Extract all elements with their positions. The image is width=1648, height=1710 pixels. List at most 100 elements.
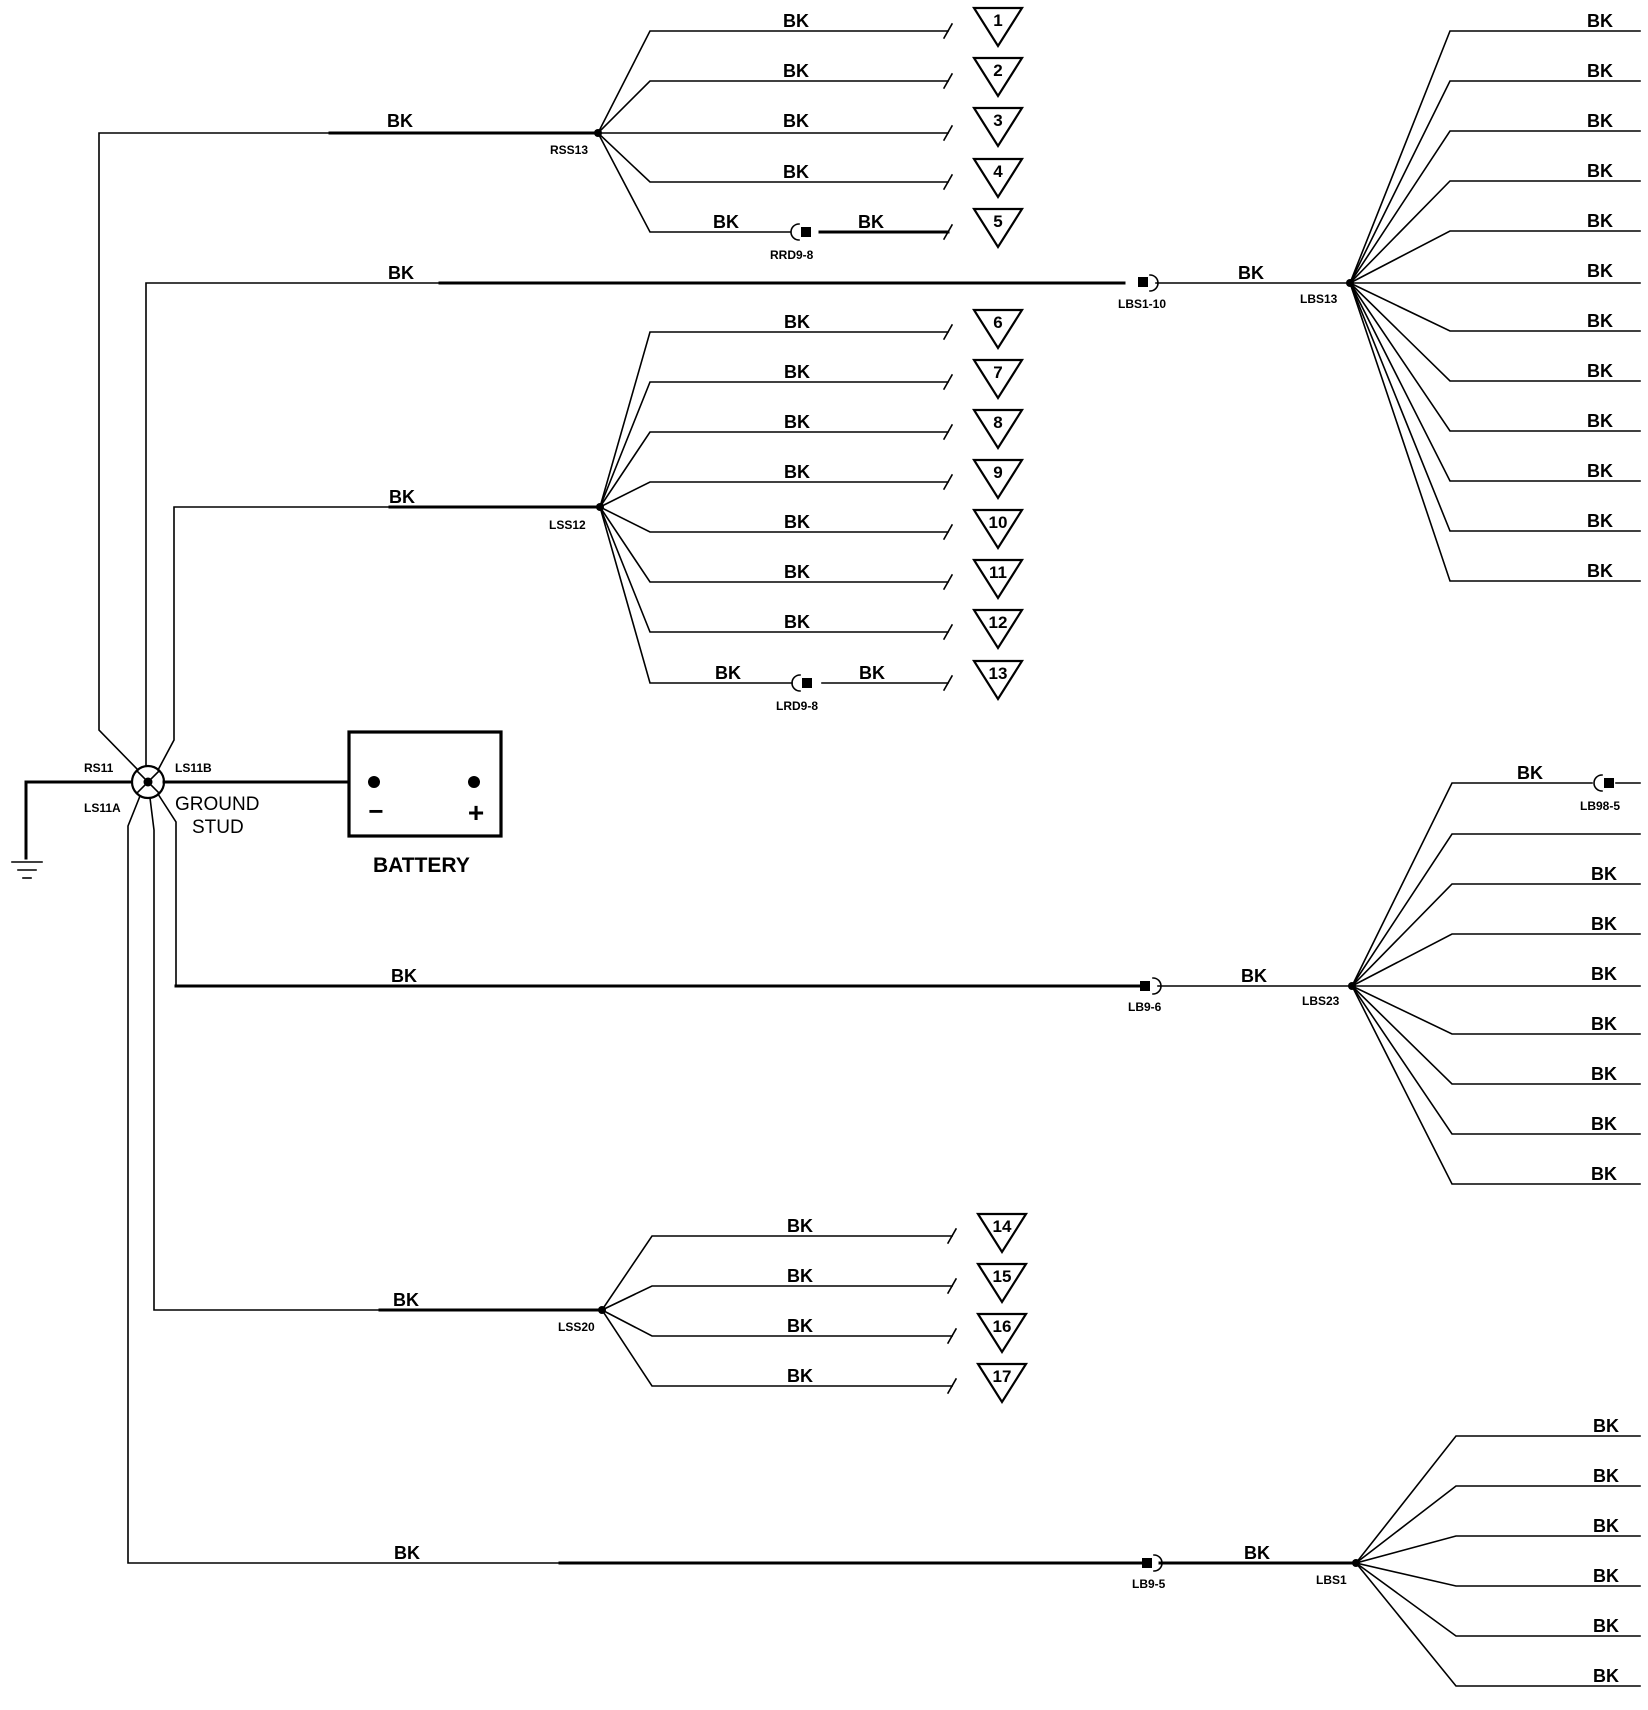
wire-label-lss20-15: BK [787,1266,813,1286]
ref-number-15: 15 [993,1267,1012,1286]
wire-label-lbs13-9: BK [1587,411,1613,431]
lbs23-wire-labels: BK BK BK BK BK BK BK BK [1517,763,1617,1184]
wire-label-lss20-trunk: BK [393,1290,419,1310]
ref-number-4: 4 [993,162,1003,181]
lbs13-wire-labels: BK BK BK BK BK BK BK BK BK BK BK BK [1587,11,1613,581]
ground-stud-label-2: STUD [192,817,244,838]
wire-label-lss12-13b: BK [859,663,885,683]
lss12-branches [598,323,954,692]
ref-number-3: 3 [993,111,1002,130]
ref-marker-10 [972,508,1024,551]
ref-marker-3 [972,106,1024,149]
wire-label-lbs1-6: BK [1593,1666,1619,1686]
ref-marker-16 [976,1312,1028,1355]
ref-marker-13 [972,659,1024,702]
ref-marker-7 [972,358,1024,401]
ref-number-12: 12 [989,613,1008,632]
wire-label-lss12-trunk: BK [389,487,415,507]
lbs1-wire-labels: BK BK BK BK BK BK [1593,1416,1619,1686]
trunk-wires [98,131,1144,1565]
connector-label-rrd9-8: RRD9-8 [770,248,814,262]
ref-marker-12 [972,608,1024,651]
wire-label-lss12-6: BK [784,312,810,332]
ref-number-7: 7 [993,363,1002,382]
splice-ls11a: LS11A [84,801,121,815]
connector-label-lb9-5: LB9-5 [1132,1577,1166,1591]
wire-label-lss20-14: BK [787,1216,813,1236]
wire-label-rss13-4: BK [783,162,809,182]
lss20-branches [600,1227,958,1395]
ground-stud-label-1: GROUND [175,794,259,815]
wire-label-lbs23-4: BK [1591,914,1617,934]
ref-number-5: 5 [993,212,1002,231]
wire-label-lbs23-9: BK [1591,1164,1617,1184]
lbs13-branches [1348,30,1641,582]
wire-label-lbs13-2: BK [1587,61,1613,81]
splice-label-lss12: LSS12 [549,518,586,532]
connector-label-lb98-5: LB98-5 [1580,799,1620,813]
wire-label-rss13-trunk: BK [387,111,413,131]
ref-number-14: 14 [993,1217,1012,1236]
lbs1-branches [1354,1435,1641,1687]
wire-label-lbs23-1: BK [1517,763,1543,783]
wire-label-rss13-1: BK [783,11,809,31]
connector-lb9-6 [1140,977,1353,995]
ref-number-2: 2 [993,61,1002,80]
splice-label-lss20: LSS20 [558,1320,595,1334]
wire-label-lss12-11: BK [784,562,810,582]
wire-label-lbs1-3: BK [1593,1516,1619,1536]
ref-number-6: 6 [993,313,1002,332]
wire-label-lss12-10: BK [784,512,810,532]
ref-marker-1 [972,6,1024,49]
wire-label-lss20-17: BK [787,1366,813,1386]
wire-label-lss20-16: BK [787,1316,813,1336]
wire-label-lbs13-post: BK [1238,263,1264,283]
wire-label-lbs13-10: BK [1587,461,1613,481]
battery [162,730,503,838]
wire-label-lbs13-8: BK [1587,361,1613,381]
wire-label-lbs1-1: BK [1593,1416,1619,1436]
splice-ls11b: LS11B [175,761,212,775]
ground-stud [130,764,166,800]
ref-marker-15 [976,1262,1028,1305]
ref-number-9: 9 [993,463,1002,482]
battery-positive-sign: + [468,797,484,828]
lbs23-branches [1350,774,1641,1185]
ref-number-13: 13 [989,664,1008,683]
ref-number-16: 16 [993,1317,1012,1336]
ref-number-1: 1 [993,11,1002,30]
rss13-branches [596,22,954,241]
wire-label-lbs13-trunk: BK [388,263,414,283]
wire-label-lbs1-trunk: BK [394,1543,420,1563]
connector-label-lbs1-10: LBS1-10 [1118,297,1166,311]
wire-label-lss12-12: BK [784,612,810,632]
ref-marker-11 [972,558,1024,601]
connector-lb9-5 [1142,1554,1358,1572]
wire-label-lss12-8: BK [784,412,810,432]
ref-number-10: 10 [989,513,1008,532]
wire-label-lbs13-11: BK [1587,511,1613,531]
ref-marker-17 [976,1362,1028,1405]
ref-marker-14 [976,1212,1028,1255]
wire-label-rss13-5a: BK [713,212,739,232]
wire-label-lbs23-trunk: BK [391,966,417,986]
wire-label-lbs13-4: BK [1587,161,1613,181]
chassis-ground [11,780,148,879]
battery-label: BATTERY [373,854,470,877]
wire-label-lbs23-post: BK [1241,966,1267,986]
ref-number-11: 11 [989,563,1007,582]
splice-label-lbs23: LBS23 [1302,994,1340,1008]
ref-marker-9 [972,458,1024,501]
wire-label-lss12-9: BK [784,462,810,482]
wire-label-rss13-5b: BK [858,212,884,232]
ref-marker-4 [972,157,1024,200]
wire-label-lbs13-6: BK [1587,261,1613,281]
splice-label-lbs1: LBS1 [1316,1573,1347,1587]
ref-marker-2 [972,56,1024,99]
ref-marker-5 [972,207,1024,250]
wire-label-lbs13-3: BK [1587,111,1613,131]
wire-label-lbs23-7: BK [1591,1064,1617,1084]
wire-label-lbs13-1: BK [1587,11,1613,31]
wire-label-rss13-2: BK [783,61,809,81]
